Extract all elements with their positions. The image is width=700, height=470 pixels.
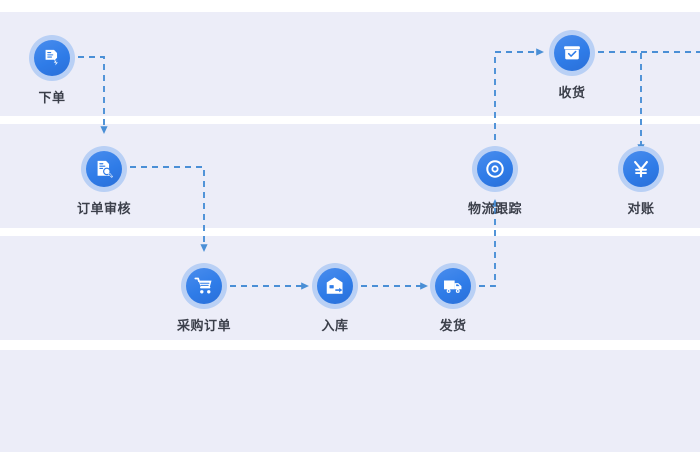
node-halo	[472, 146, 518, 192]
node-disc	[34, 40, 70, 76]
node-label: 收货	[558, 85, 586, 100]
node-ship-out[interactable]: 发货	[398, 263, 508, 334]
node-purchase-order[interactable]: 采购订单	[149, 263, 259, 334]
node-halo	[430, 263, 476, 309]
node-label: 发货	[439, 318, 467, 333]
node-receive-goods[interactable]: 收货	[517, 30, 627, 101]
node-label: 采购订单	[176, 318, 231, 333]
node-halo	[29, 35, 75, 81]
node-stock-in[interactable]: 入库	[280, 263, 390, 334]
node-disc	[435, 268, 471, 304]
inbox-check-icon	[561, 42, 583, 64]
lane-band-4	[0, 350, 700, 452]
node-label: 下单	[38, 90, 66, 105]
node-disc	[477, 151, 513, 187]
node-reconcile[interactable]: 对账	[586, 146, 696, 217]
node-label: 对账	[627, 201, 655, 216]
node-label: 入库	[321, 318, 349, 333]
node-disc	[623, 151, 659, 187]
tracking-target-icon	[484, 158, 506, 180]
node-place-order[interactable]: 下单	[0, 35, 107, 106]
node-disc	[186, 268, 222, 304]
node-disc	[317, 268, 353, 304]
node-disc	[554, 35, 590, 71]
node-halo	[549, 30, 595, 76]
node-halo	[618, 146, 664, 192]
node-order-review[interactable]: 订单审核	[49, 146, 159, 217]
warehouse-inbound-icon	[324, 275, 346, 297]
node-disc	[86, 151, 122, 187]
node-logistics-track[interactable]: 物流跟踪	[440, 146, 550, 217]
yuan-currency-icon	[630, 158, 652, 180]
node-halo	[312, 263, 358, 309]
node-halo	[181, 263, 227, 309]
node-label: 订单审核	[76, 201, 131, 216]
document-search-icon	[93, 158, 115, 180]
shopping-cart-icon	[193, 275, 215, 297]
document-lightning-icon	[41, 47, 63, 69]
delivery-truck-icon	[442, 275, 464, 297]
node-halo	[81, 146, 127, 192]
node-label: 物流跟踪	[467, 201, 522, 216]
